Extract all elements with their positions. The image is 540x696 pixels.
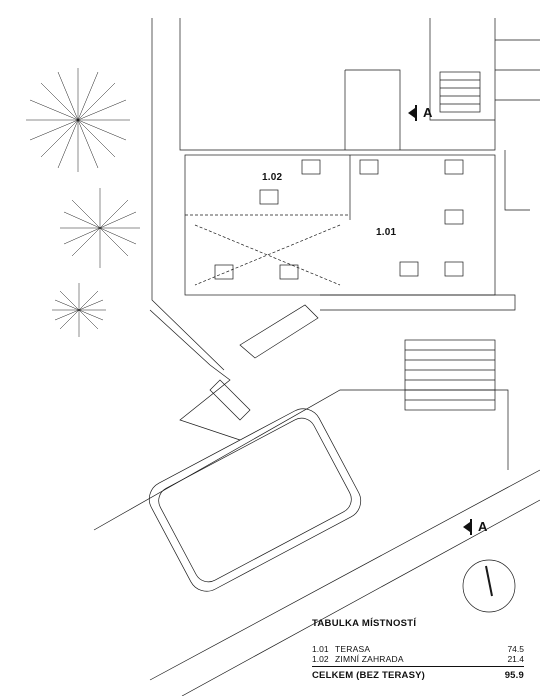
stair-upper [439,71,481,113]
room-name: TERASA [335,644,371,654]
building-wall-east [495,39,540,101]
building-wall-right [429,18,495,121]
tree-1 [26,68,130,172]
room-area: 21.4 [507,654,524,664]
site-path-left [149,309,241,441]
room-label-1-01: 1.01 [376,227,397,238]
room-code: 1.02 [312,654,329,664]
tree-2 [60,188,140,268]
room-code: 1.01 [312,644,329,654]
table-row: 1.01 TERASA 74.5 [312,644,524,654]
table-row: 1.02 ZIMNÍ ZAHRADA 21.4 [312,654,524,664]
pool-inner [158,417,352,583]
section-marker-upper: A [423,105,433,120]
room-area: 74.5 [507,644,524,654]
north-arrow-circle [462,559,516,613]
building-wall-east-2 [504,150,530,211]
room-name: ZIMNÍ ZAHRADA [335,654,404,664]
room-label-1-02: 1.02 [262,172,283,183]
tree-3 [52,283,106,337]
total-value: 95.9 [504,670,524,681]
total-label: CELKEM (BEZ TERASY) [312,670,426,681]
total-row: CELKEM (BEZ TERASY) 95.9 [312,666,524,681]
site-outline-bottom [93,389,509,531]
room-table-title: TABULKA MÍSTNOSTÍ [312,618,417,629]
room-table: TABULKA MÍSTNOSTÍ 1.01 TERASA 74.5 1.02 … [312,618,524,681]
ramp-diagonal [209,304,319,421]
site-diagonal-path [149,469,540,681]
building-outline [179,18,496,151]
stair-lower [404,339,496,411]
section-marker-lower: A [478,519,488,534]
pool-outer [148,408,362,592]
site-boundary-line [151,18,225,371]
north-arrow-needle [485,565,493,597]
building-wall-inner [344,69,401,150]
section-marker-icon [408,105,472,535]
table-group [214,159,464,280]
site-diagonal-path-2 [181,499,540,696]
deck [320,294,516,311]
